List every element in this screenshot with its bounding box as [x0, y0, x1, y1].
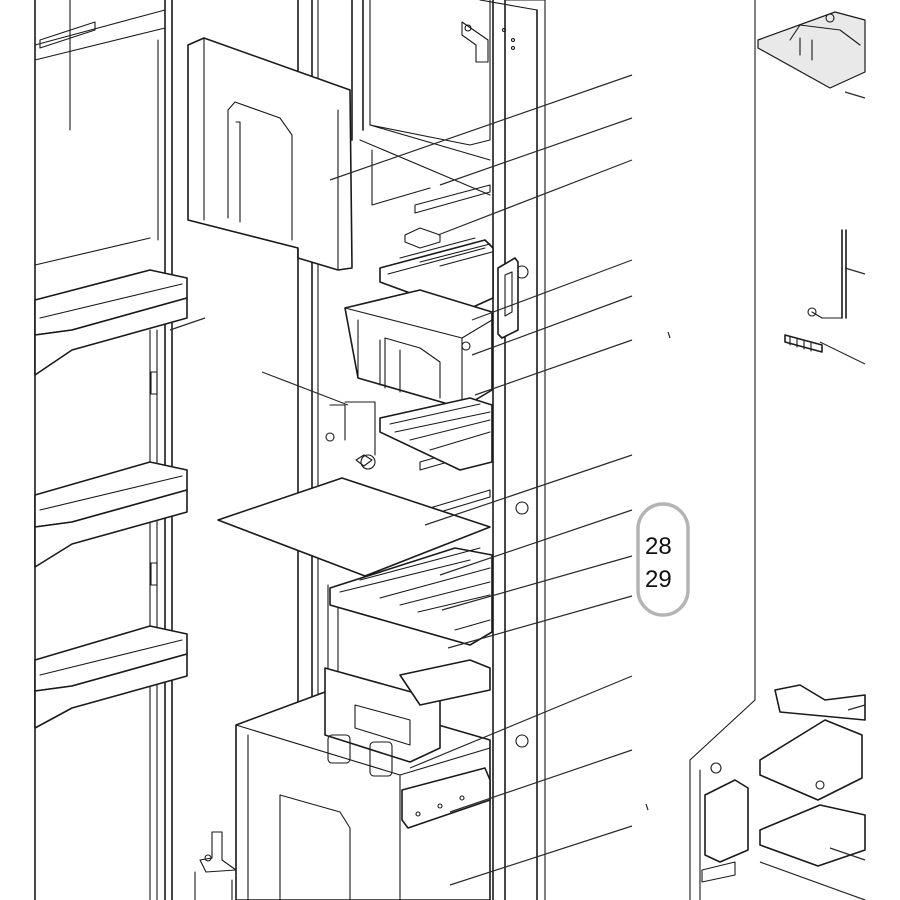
door-bin-lower	[34, 625, 188, 729]
freezer-shelf-middle	[379, 397, 493, 471]
freezer-shelf-upper	[379, 227, 494, 313]
lower-hinge	[194, 831, 237, 900]
leader-lines	[169, 74, 866, 900]
right-cabinet-edge	[689, 0, 756, 900]
freezer-drawer-upper	[344, 289, 493, 409]
door-handle-bracket	[497, 257, 519, 339]
heater-probe	[807, 229, 847, 319]
part-number-29: 29	[645, 566, 672, 593]
connector-strip	[784, 334, 823, 353]
freezer-shelf-lower	[329, 547, 493, 646]
glass-shelf-panel	[217, 477, 491, 577]
control-housing	[759, 684, 866, 801]
door-bin-upper	[34, 269, 188, 376]
freezer-drawer-lower	[235, 659, 491, 900]
ice-bucket-cover	[187, 37, 353, 271]
part-number-28: 28	[645, 533, 672, 560]
fan-cover	[757, 11, 866, 89]
left-door	[34, 0, 173, 900]
part-number-callout: 28 29	[636, 502, 690, 617]
callout-highlight-box	[636, 502, 690, 617]
control-board	[759, 804, 866, 867]
relay-box	[701, 762, 749, 883]
door-bin-middle	[34, 461, 188, 568]
